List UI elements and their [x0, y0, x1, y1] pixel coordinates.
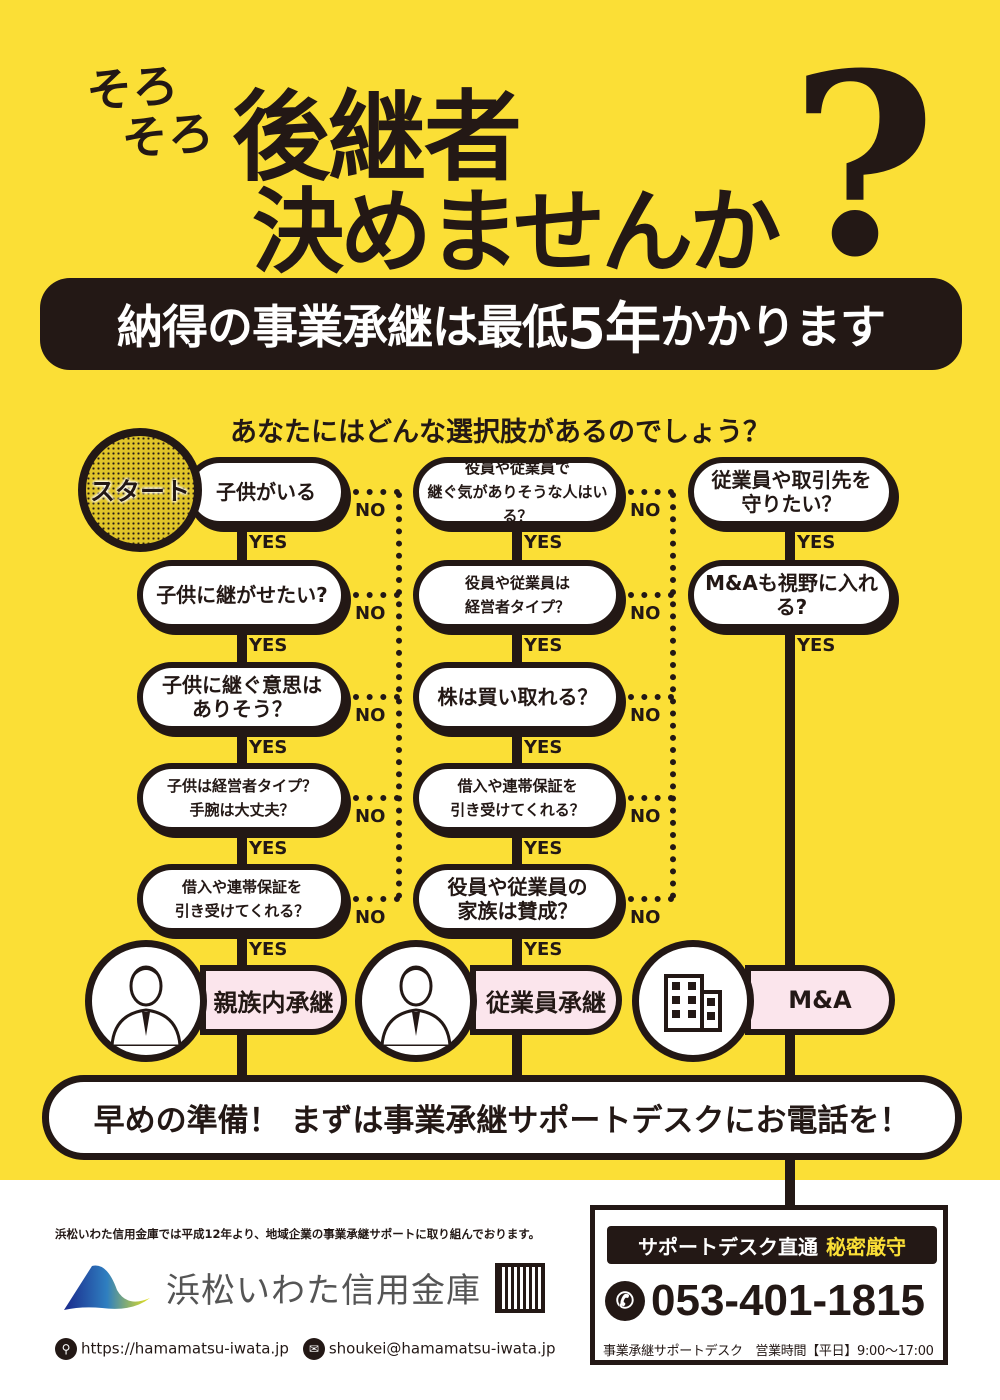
connector-line: [785, 1160, 795, 1208]
yes-label: YES: [524, 532, 563, 553]
tagline-bar: 納得の事業承継は最低 5年 かかります: [40, 278, 962, 370]
contact-box: サポートデスク直通 秘密厳守 ✆ 053-401-1815 事業承継サポートデス…: [590, 1205, 948, 1365]
no-label: NO: [630, 806, 661, 827]
flow-line: [785, 492, 795, 1080]
question-node: 子供は経営者タイプ？ 手腕は大丈夫？: [137, 763, 347, 833]
headline-line2: 決めませんか: [252, 179, 781, 286]
yes-label: YES: [524, 939, 563, 960]
phone-number-row[interactable]: ✆ 053-401-1815: [605, 1276, 925, 1326]
question-node: 子供に継がせたい?: [137, 560, 347, 630]
no-label: NO: [630, 500, 661, 521]
tagline-pre: 納得の事業承継は最低: [117, 300, 568, 354]
yes-label: YES: [249, 532, 288, 553]
no-label: NO: [630, 603, 661, 624]
email-address[interactable]: shoukei@hamamatsu-iwata.jp: [328, 1339, 556, 1358]
question-node: M&Aも視野に入れる?: [688, 560, 895, 630]
start-badge: スタート: [78, 428, 202, 552]
no-label: NO: [355, 806, 386, 827]
yes-label: YES: [249, 838, 288, 859]
question-mark: ?: [790, 18, 937, 312]
result-label: M&A: [745, 965, 895, 1035]
footer-links: ⚲https://hamamatsu-iwata.jp ✉shoukei@ham…: [55, 1338, 556, 1360]
no-label: NO: [355, 500, 386, 521]
no-connector: [628, 896, 674, 902]
website-url[interactable]: https://hamamatsu-iwata.jp: [81, 1339, 289, 1358]
yes-label: YES: [524, 635, 563, 656]
no-label: NO: [355, 907, 386, 928]
no-connector: [353, 489, 400, 495]
no-label: NO: [355, 603, 386, 624]
mail-icon: ✉: [302, 1338, 325, 1360]
headline-line1: 後継者: [232, 81, 522, 195]
yes-label: YES: [249, 939, 288, 960]
call-to-action-banner: 早めの準備！ まずは事業承継サポートデスクにお電話を！: [42, 1075, 962, 1160]
question-node: 子供に継ぐ意思は ありそう？: [137, 662, 347, 732]
yes-label: YES: [249, 635, 288, 656]
no-label: NO: [630, 705, 661, 726]
building-icon: [632, 940, 754, 1062]
yes-label: YES: [524, 737, 563, 758]
no-connector: [628, 694, 674, 700]
no-connector: [353, 795, 400, 801]
headline-small-2: そろ: [119, 105, 216, 166]
no-connector: [628, 795, 674, 801]
no-connector: [353, 592, 400, 598]
bank-logo: 浜松いわた信用金庫: [62, 1262, 481, 1312]
result-label: 親族内承継: [200, 965, 347, 1035]
phone-number[interactable]: 053-401-1815: [651, 1276, 926, 1325]
contact-title: サポートデスク直通: [638, 1234, 818, 1259]
subtitle: あなたにはどんな選択肢があるのでしょう？: [230, 417, 770, 448]
yes-label: YES: [797, 532, 836, 553]
confidential-badge: 秘密厳守: [826, 1234, 906, 1259]
businessman-icon: [85, 940, 207, 1062]
question-node: 株は買い取れる？: [413, 662, 622, 732]
business-hours: 事業承継サポートデスク 営業時間【平日】9:00～17:00: [603, 1344, 934, 1359]
question-node: 借入や連帯保証を 引き受けてくれる？: [413, 763, 622, 833]
search-icon: ⚲: [55, 1338, 77, 1360]
wave-logo-icon: [64, 1265, 150, 1310]
question-node: 従業員や取引先を 守りたい？: [688, 457, 895, 527]
bank-name: 浜松いわた信用金庫: [166, 1270, 481, 1311]
no-connector: [628, 592, 674, 598]
question-node: 子供がいる: [185, 457, 347, 527]
qr-code-icon[interactable]: [495, 1263, 545, 1313]
email-link[interactable]: ✉shoukei@hamamatsu-iwata.jp: [302, 1338, 556, 1360]
phone-icon: ✆: [605, 1281, 645, 1321]
footer-note: 浜松いわた信用金庫では平成12年より、地域企業の事業承継サポートに取り組んでおり…: [55, 1227, 541, 1241]
no-connector: [353, 896, 400, 902]
question-node: 借入や連帯保証を 引き受けてくれる？: [137, 864, 347, 934]
tagline-post: かかります: [659, 300, 886, 354]
no-label: NO: [355, 705, 386, 726]
headline-small: そろ そろ: [85, 58, 216, 166]
yes-label: YES: [249, 737, 288, 758]
question-node: 役員や従業員の 家族は賛成？: [413, 864, 622, 934]
result-label: 従業員承継: [470, 965, 622, 1035]
no-label: NO: [630, 907, 661, 928]
website-link[interactable]: ⚲https://hamamatsu-iwata.jp: [55, 1338, 289, 1360]
tagline-years: 5年: [567, 296, 661, 362]
contact-header: サポートデスク直通 秘密厳守: [607, 1226, 937, 1264]
yes-label: YES: [797, 635, 836, 656]
yes-label: YES: [524, 838, 563, 859]
no-connector: [628, 489, 674, 495]
worker-icon: [355, 940, 477, 1062]
question-node: 役員や従業員は 経営者タイプ？: [413, 560, 622, 630]
question-node: 役員や従業員で 継ぐ気がありそうな人はいる？: [413, 457, 622, 527]
no-connector: [353, 694, 400, 700]
